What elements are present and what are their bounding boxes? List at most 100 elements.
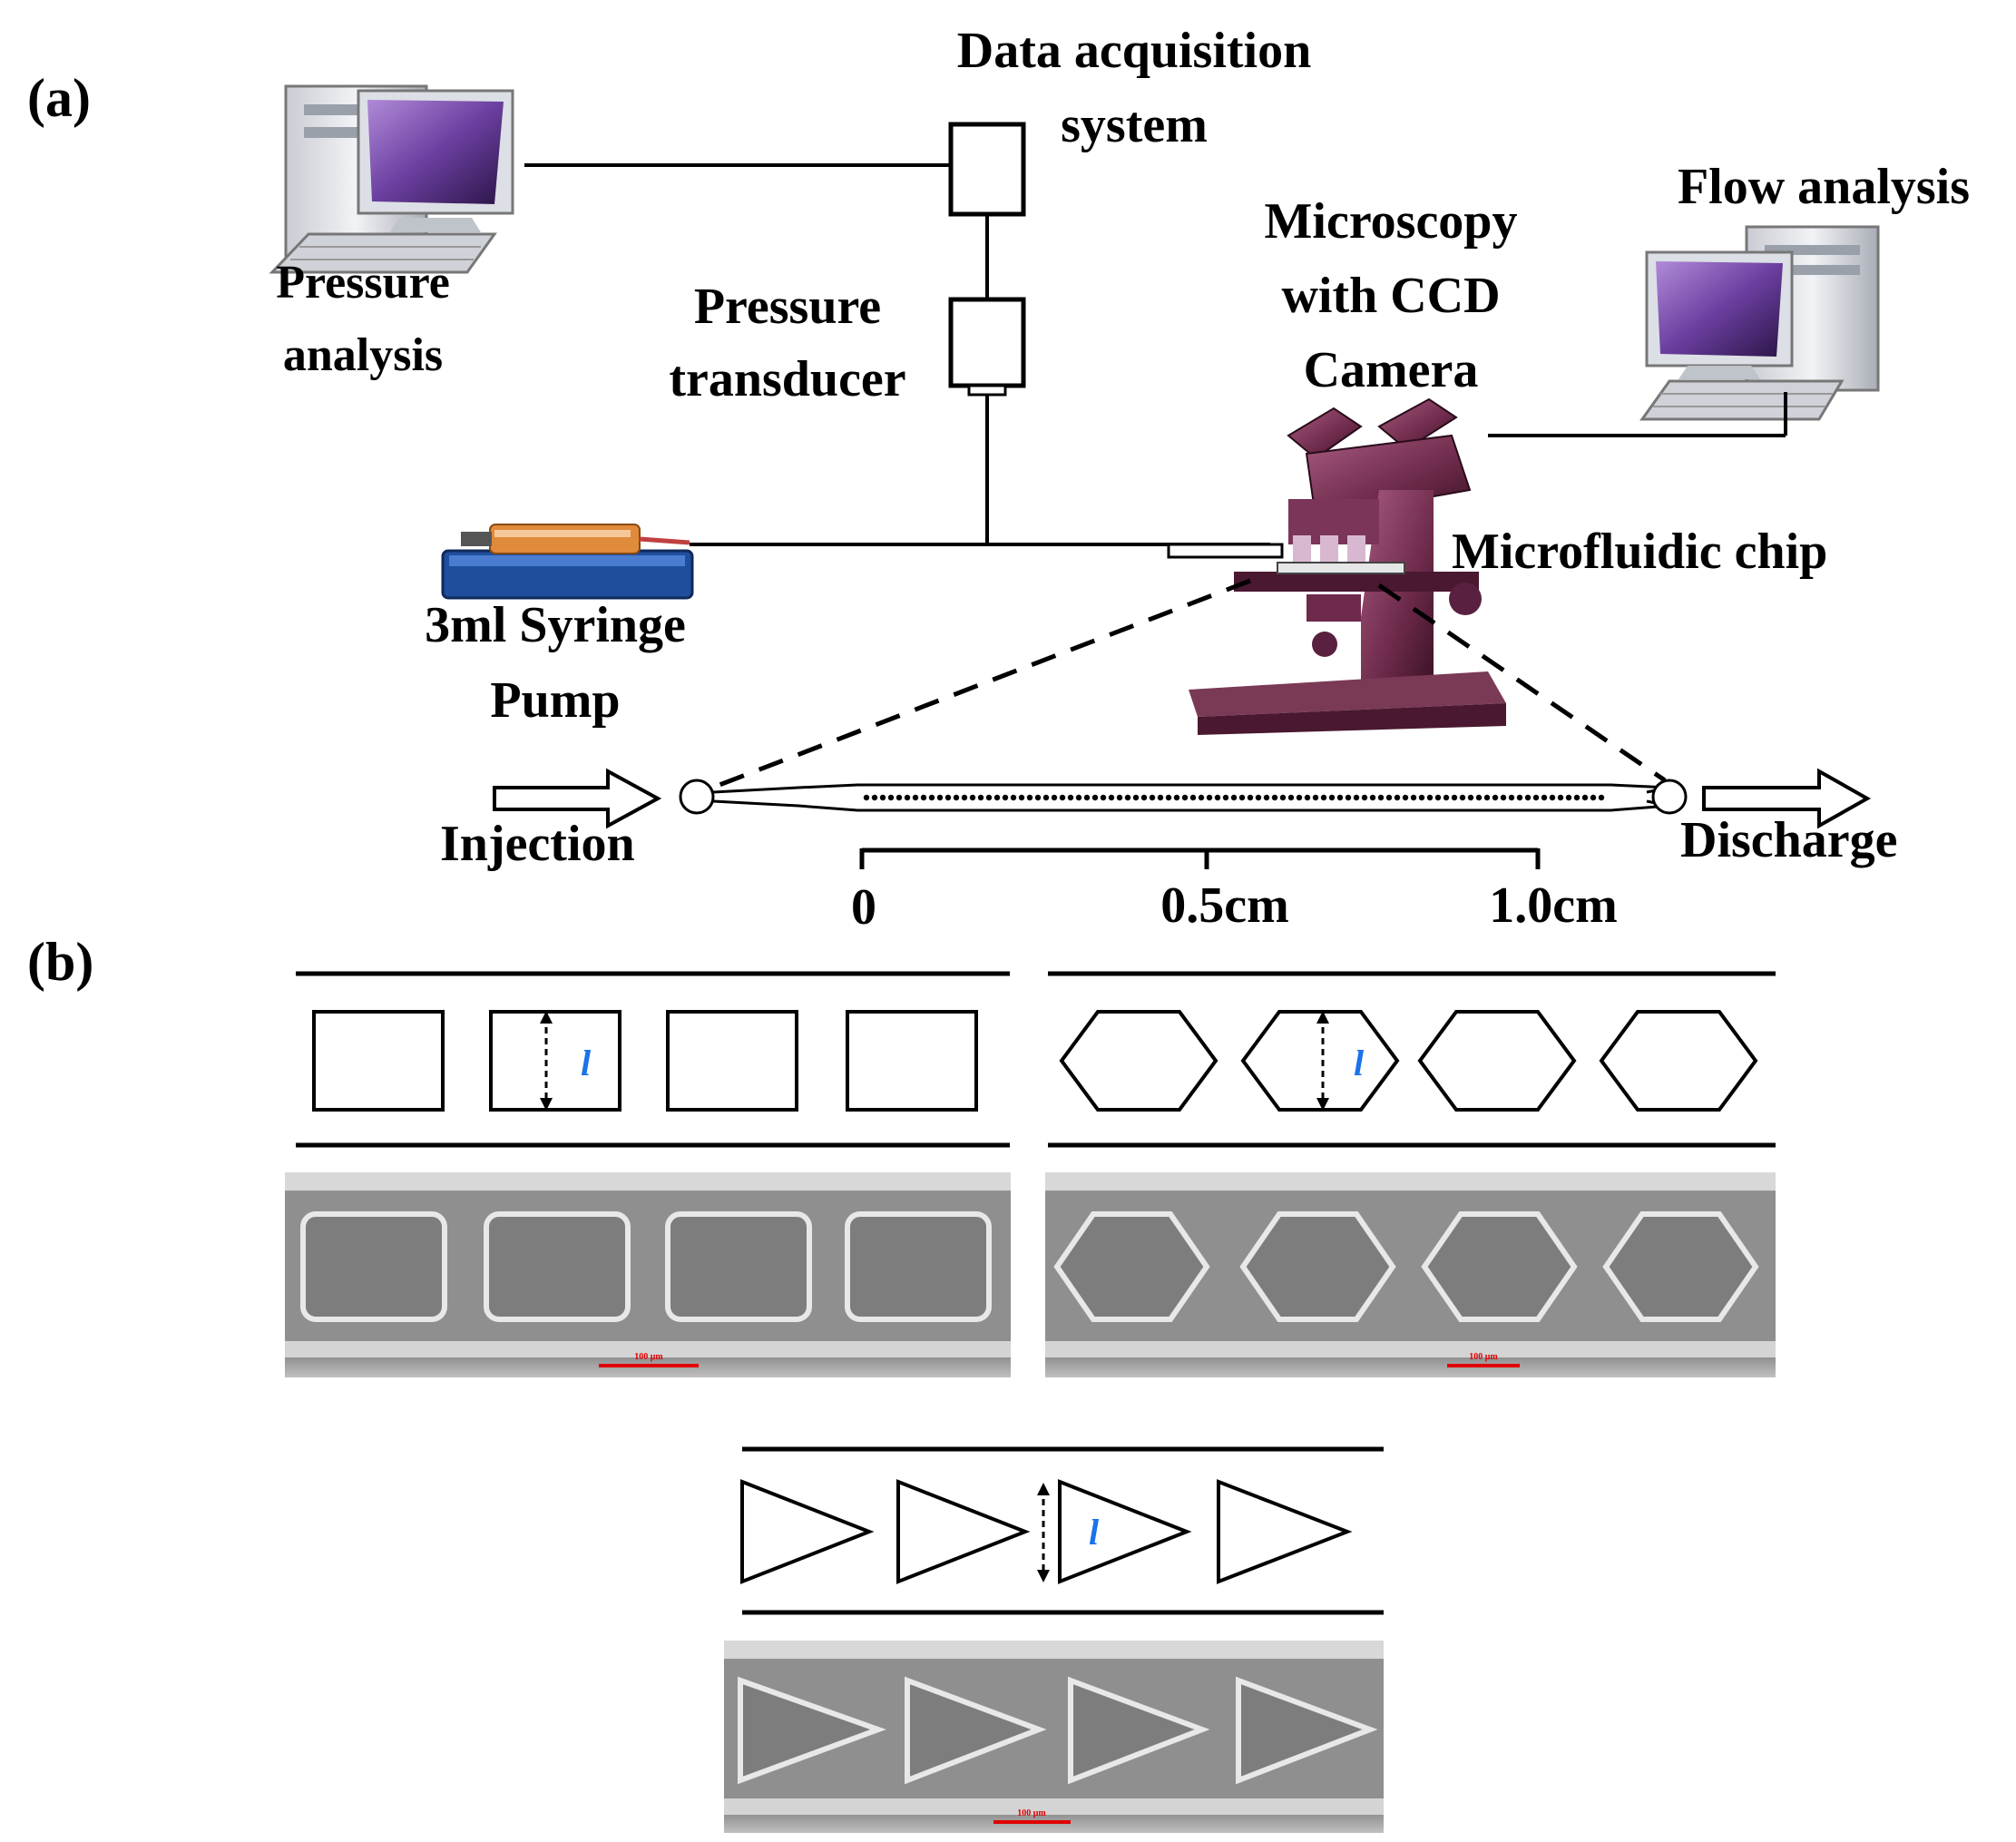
channel-obstacle-dot (1002, 794, 1009, 801)
transducer-label-line2: transducer (669, 351, 905, 407)
channel-obstacle-dot (1394, 794, 1401, 801)
channel-obstacle-dot (1181, 794, 1189, 801)
channel-obstacle-dot (1189, 794, 1197, 801)
microscopy-label-line3: Camera (1304, 342, 1479, 398)
daq-box (948, 122, 1026, 217)
microscopy-label-line1: Microscopy (1265, 193, 1518, 250)
channel-obstacle-dot (1271, 794, 1278, 801)
channel-obstacle-dot (928, 794, 935, 801)
channel-obstacle-dot (1483, 794, 1491, 801)
channel-obstacle-dot (1304, 794, 1311, 801)
channel-obstacle-dot (1451, 794, 1458, 801)
triangle-pillar (1058, 1479, 1192, 1584)
channel-obstacle-dot (1034, 794, 1042, 801)
microscope: Microscopy with CCD Camera (1167, 193, 1827, 735)
channel-obstacle-dot (1557, 794, 1564, 801)
channel-obstacle-dot (1149, 794, 1156, 801)
channel-obstacle-dot (1067, 794, 1074, 801)
pressure-transducer: Pressure transducer (669, 279, 1026, 407)
inlet-port (679, 779, 715, 815)
channel-obstacle-dot (1173, 794, 1180, 801)
channel-obstacle-dot (944, 794, 952, 801)
hexagon-pillar-schematic: l (1048, 971, 1776, 1148)
channel-obstacle-dot (985, 794, 993, 801)
dimension-arrow (540, 1011, 553, 1111)
pressure-analysis-computer: Pressure analysis (269, 84, 514, 381)
square-pillar (666, 1010, 798, 1112)
triangle-pillar-schematic: l (740, 1446, 1384, 1615)
channel-obstacle-dot (1402, 794, 1409, 801)
dimension-arrow (1316, 1011, 1329, 1111)
channel-obstacle-dot (1565, 794, 1572, 801)
sem-scale-text: 100 μm (1017, 1808, 1046, 1818)
channel-obstacle-dot (1467, 794, 1474, 801)
scale-tick-1: 1.0cm (1489, 877, 1618, 934)
pressure-analysis-line2: analysis (283, 329, 443, 381)
scale-tick-0: 0 (851, 879, 876, 936)
length-scale: 0 0.5cm 1.0cm (851, 848, 1618, 936)
channel-obstacle-dot (1492, 794, 1499, 801)
channel-obstacle-dot (1475, 794, 1483, 801)
channel-obstacle-dot (1116, 794, 1123, 801)
channel-obstacle-dot (1345, 794, 1352, 801)
dimension-symbol: l (1354, 1043, 1365, 1083)
channel-obstacle-dot (1140, 794, 1148, 801)
transducer-label-line1: Pressure (694, 279, 881, 335)
channel-obstacle-dot (879, 794, 886, 801)
channel-obstacle-dot (863, 794, 870, 801)
channel-obstacle-dot (1385, 794, 1393, 801)
channel-obstacle-dot (969, 794, 976, 801)
chip-schematic: Injection Discharge 0 0.5cm 1.0cm (440, 768, 1898, 936)
daq-label-line1: Data acquisition (957, 23, 1312, 79)
channel-obstacle-dot (1459, 794, 1466, 801)
discharge-arrow (1702, 768, 1872, 829)
channel-obstacle-dot (1296, 794, 1303, 801)
channel-obstacle-dot (1516, 794, 1523, 801)
square-pillar (846, 1010, 978, 1112)
desktop-computer-icon (1639, 225, 1880, 421)
panel-a-label: (a) (27, 68, 91, 128)
zoom-dashed-right (1377, 583, 1667, 783)
channel-obstacle-dot (1361, 794, 1368, 801)
channel-obstacle-dot (895, 794, 903, 801)
transducer-box (948, 297, 1026, 388)
channel-obstacle-dot (1573, 794, 1581, 801)
microfluidic-chip-label: Microfluidic chip (1452, 524, 1827, 580)
square-pillar-schematic: l (296, 971, 1010, 1148)
channel-obstacle-dot (1287, 794, 1295, 801)
channel-obstacle-dot (1222, 794, 1229, 801)
channel-obstacle-dot (1214, 794, 1221, 801)
channel-obstacle-dot (1549, 794, 1556, 801)
channel-obstacle-dot (1091, 794, 1099, 801)
microscopy-label-line2: with CCD (1281, 268, 1500, 324)
channel-obstacle-dot (953, 794, 960, 801)
syringe-pump: 3ml Syringe Pump (425, 524, 694, 729)
syringe-label-line2: Pump (490, 672, 620, 729)
channel-obstacle-dot (1328, 794, 1336, 801)
channel-obstacle-dot (1336, 794, 1344, 801)
panel-a: (a) Pressure analysis Data (27, 23, 1970, 936)
hexagon-pillar (1240, 1010, 1400, 1112)
data-acquisition-system: Data acquisition system (948, 23, 1312, 217)
panel-b: (b) l (27, 932, 1776, 1833)
desktop-computer-icon (269, 84, 514, 274)
channel-obstacle-dot (1026, 794, 1033, 801)
panel-b-label: (b) (27, 932, 93, 992)
channel-obstacle-dot (1532, 794, 1540, 801)
channel-obstacle-dot (1426, 794, 1434, 801)
channel-obstacle-dot (1369, 794, 1376, 801)
channel-obstacle-dot (1320, 794, 1327, 801)
channel-obstacle-dot (936, 794, 944, 801)
channel-obstacle-dot (1410, 794, 1417, 801)
channel-obstacle-dot (1010, 794, 1017, 801)
microscope-icon (1167, 397, 1506, 735)
triangle-sem-image: 100 μm (724, 1641, 1384, 1833)
square-sem-image: 100 μm (285, 1172, 1011, 1377)
triangle-pillar (740, 1479, 875, 1584)
channel-obstacle-dot (904, 794, 911, 801)
channel-obstacle-dot (1124, 794, 1131, 801)
channel-obstacle-dot (1042, 794, 1050, 801)
channel-obstacle-dot (961, 794, 968, 801)
discharge-label: Discharge (1680, 812, 1898, 868)
